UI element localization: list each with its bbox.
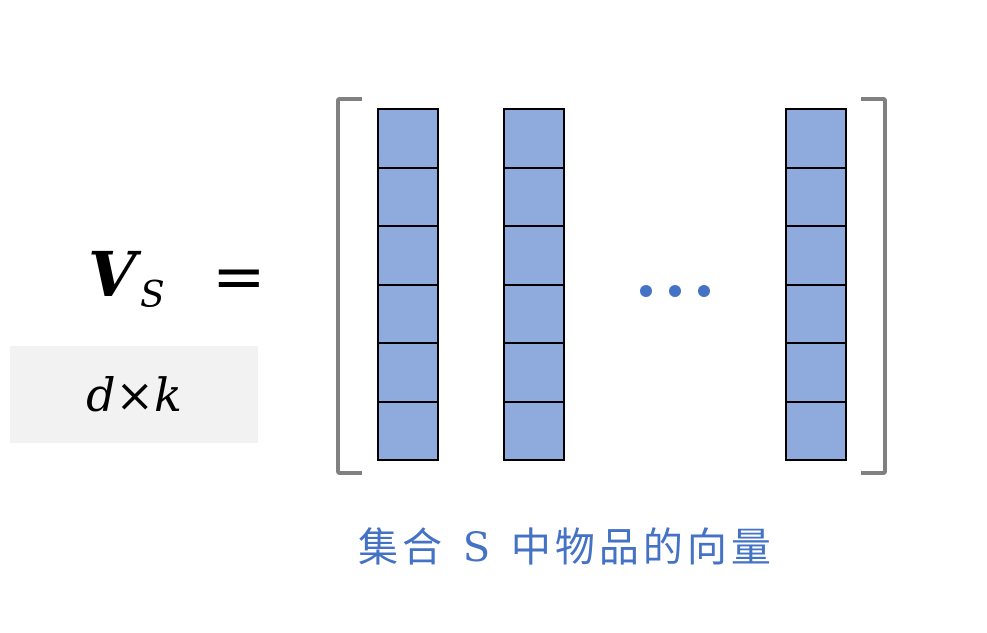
vector-cell bbox=[379, 402, 437, 461]
left-bracket bbox=[336, 97, 362, 475]
equals-sign: = bbox=[212, 240, 266, 314]
vector-cell bbox=[379, 227, 437, 286]
vector-cell bbox=[787, 227, 845, 286]
vector-cell bbox=[787, 110, 845, 169]
vector-cell bbox=[505, 402, 563, 461]
right-bracket bbox=[861, 97, 887, 475]
vector-cell bbox=[787, 402, 845, 461]
matrix-symbol: V bbox=[88, 238, 137, 311]
vector-column-n bbox=[785, 108, 847, 461]
vector-cell bbox=[505, 227, 563, 286]
ellipsis-dot bbox=[640, 285, 652, 297]
vector-cell bbox=[379, 110, 437, 169]
vector-cell bbox=[787, 168, 845, 227]
vector-cell bbox=[505, 285, 563, 344]
vector-cell bbox=[379, 168, 437, 227]
vector-column-2 bbox=[503, 108, 565, 461]
vector-cell bbox=[379, 285, 437, 344]
vector-cell bbox=[787, 285, 845, 344]
ellipsis-dot bbox=[669, 285, 681, 297]
dimension-text: d×k bbox=[86, 367, 182, 422]
vector-cell bbox=[505, 110, 563, 169]
matrix-subscript: S bbox=[140, 275, 165, 316]
vector-cell bbox=[505, 168, 563, 227]
vector-cell bbox=[787, 344, 845, 403]
vector-cell bbox=[505, 344, 563, 403]
vector-cell bbox=[379, 344, 437, 403]
dimension-label: d×k bbox=[10, 346, 258, 443]
caption: 集合 S 中物品的向量 bbox=[358, 525, 775, 571]
vector-column-1 bbox=[377, 108, 439, 461]
ellipsis-dot bbox=[698, 285, 710, 297]
